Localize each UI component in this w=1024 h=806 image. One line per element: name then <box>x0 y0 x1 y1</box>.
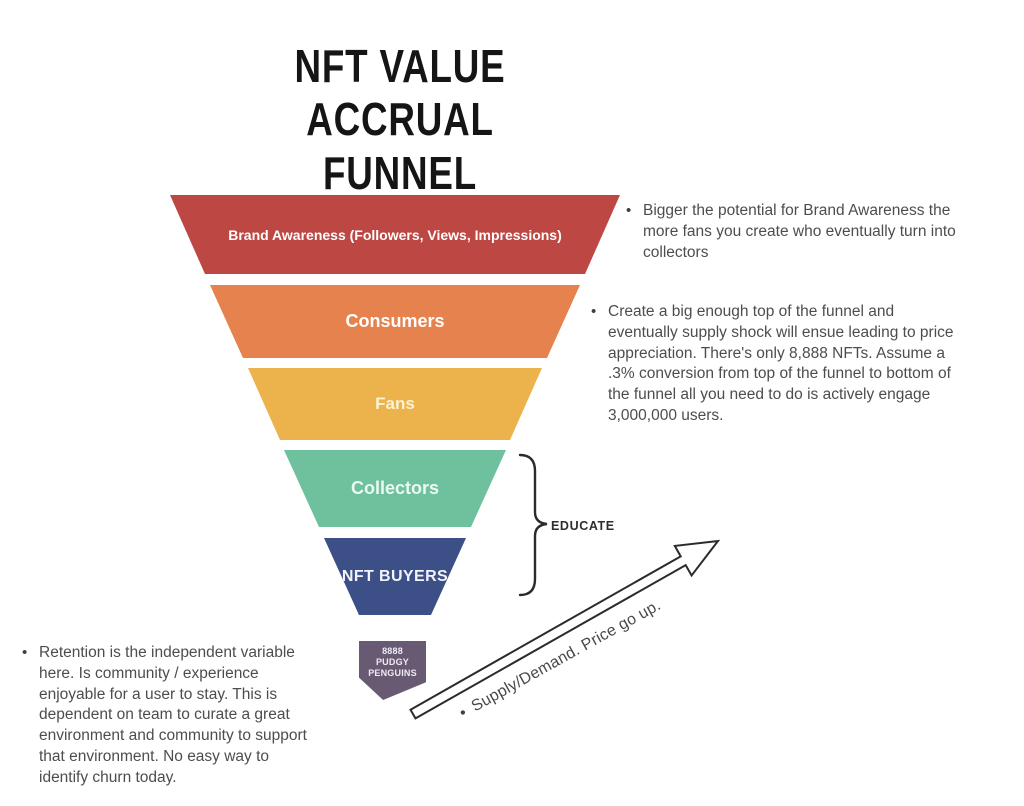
funnel-level-brand-awareness: Brand Awareness (Followers, Views, Impre… <box>170 195 620 274</box>
title-line-1: NFT VALUE ACCRUAL <box>294 40 506 146</box>
funnel-level-fans: Fans <box>248 368 542 440</box>
annotation-supply-shock: • Create a big enough top of the funnel … <box>591 302 963 427</box>
funnel-level-consumers: Consumers <box>210 285 580 358</box>
curly-brace-icon <box>518 453 548 597</box>
annotation-retention: • Retention is the independent variable … <box>22 643 322 788</box>
bullet-icon: • <box>626 202 632 219</box>
page-title: NFT VALUE ACCRUAL FUNNEL <box>200 40 600 200</box>
funnel-level-label: NFT BUYERS <box>341 567 449 585</box>
annotation-text: Create a big enough top of the funnel an… <box>608 303 954 424</box>
title-line-2: FUNNEL <box>322 146 478 199</box>
value-accrual-funnel: Brand Awareness (Followers, Views, Impre… <box>170 195 620 707</box>
annotation-text: Retention is the independent variable he… <box>39 644 307 786</box>
funnel-base-line: 8888 <box>382 646 403 656</box>
funnel-base-line: PENGUINS <box>368 667 417 678</box>
bullet-icon: • <box>22 644 28 661</box>
funnel-level-label: Collectors <box>350 478 440 498</box>
funnel-level-collectors: Collectors <box>284 450 506 527</box>
funnel-level-label: Brand Awareness (Followers, Views, Impre… <box>228 226 562 243</box>
annotation-text: Bigger the potential for Brand Awareness… <box>643 202 956 261</box>
annotation-brand-awareness: • Bigger the potential for Brand Awarene… <box>626 201 978 263</box>
funnel-base-line: PUDGY <box>375 656 409 667</box>
funnel-level-label: Consumers <box>345 311 445 331</box>
bullet-icon: • <box>591 303 597 320</box>
funnel-level-label: Fans <box>375 394 415 413</box>
up-right-arrow-icon <box>409 539 721 720</box>
educate-label: EDUCATE <box>551 519 615 533</box>
